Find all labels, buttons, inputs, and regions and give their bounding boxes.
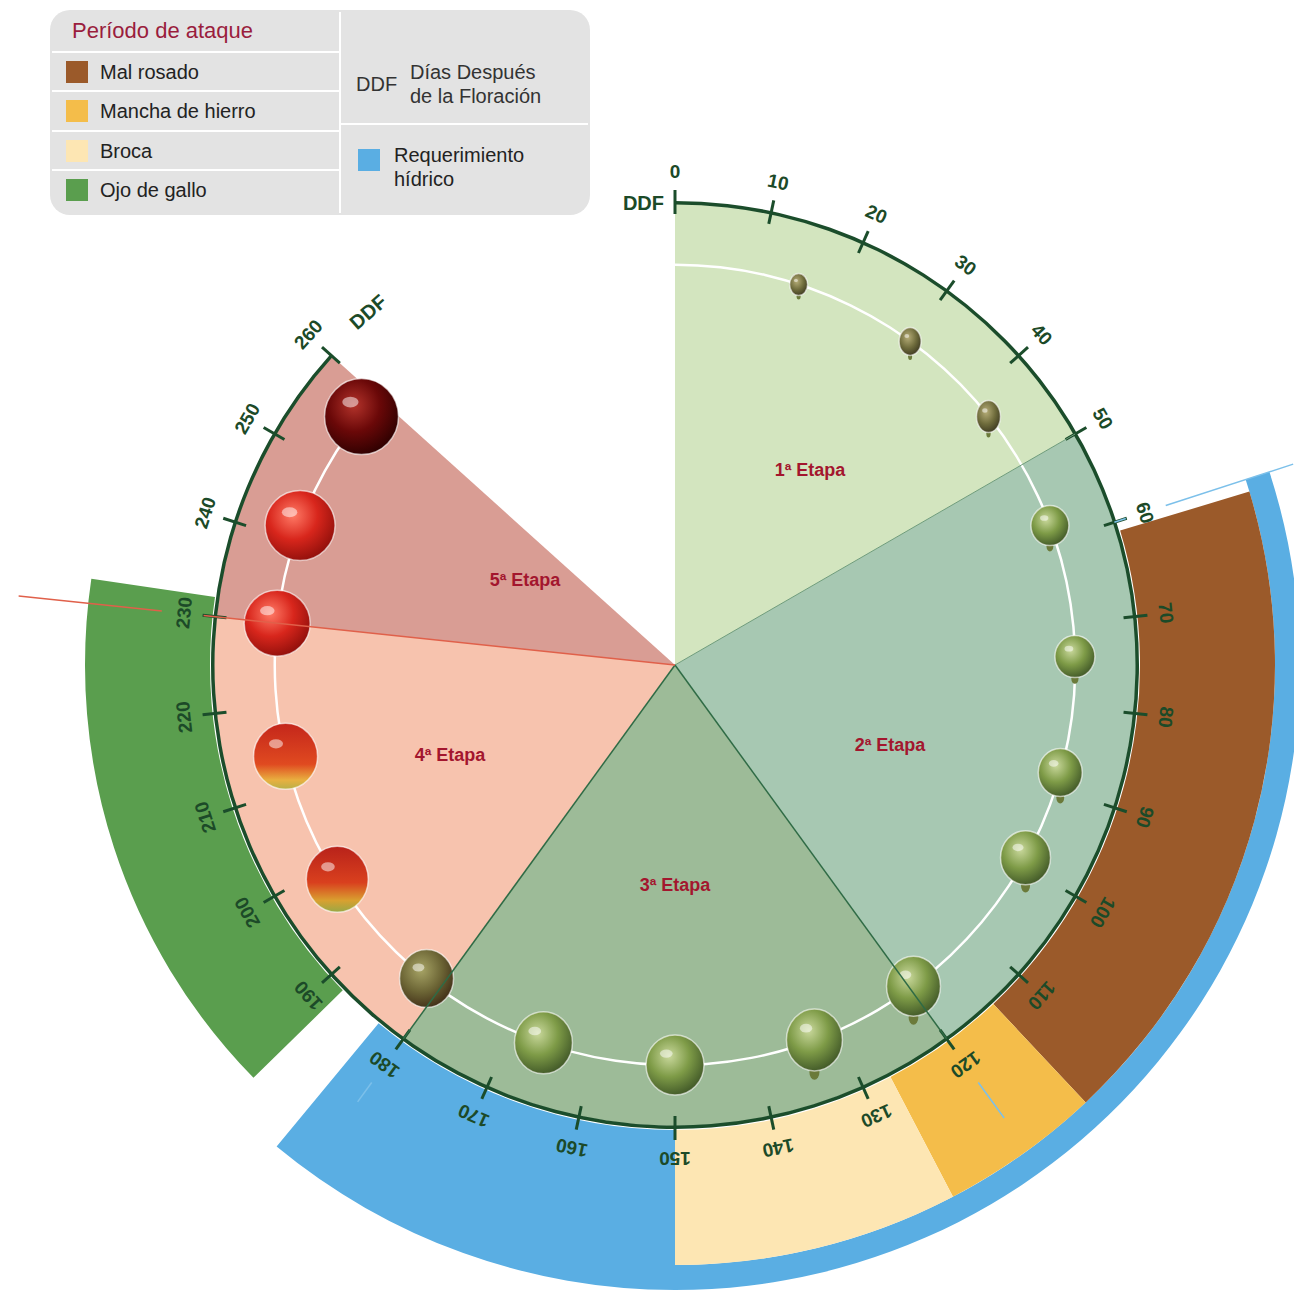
legend-swatch: [358, 149, 380, 171]
tick-number: 230: [172, 596, 198, 630]
legend-text: Mal rosado: [100, 60, 199, 84]
legend-description: Días Después de la Floración: [410, 60, 555, 108]
legend-divider: [339, 12, 341, 213]
ring: [203, 190, 1148, 1140]
fruit-highlight: [794, 279, 798, 282]
legend-swatch: [66, 61, 88, 83]
tick-number: 70: [1153, 602, 1178, 625]
tick-number: 20: [861, 200, 890, 229]
fruit-highlight: [660, 1049, 673, 1057]
coffee-fruit: [254, 723, 318, 789]
fruit-highlight: [528, 1027, 541, 1036]
fruit-highlight: [413, 963, 425, 971]
coffee-fruit: [646, 1035, 704, 1095]
legend-divider: [52, 51, 340, 53]
fruit-body: [1031, 506, 1069, 546]
fruit-highlight: [1013, 844, 1024, 852]
legend-text: Requerimiento hídrico: [394, 143, 544, 191]
legend-abbreviation: DDF: [356, 72, 397, 96]
tick-number: 0: [670, 161, 681, 184]
tick-number: 80: [1153, 705, 1178, 728]
fruit-highlight: [1049, 760, 1059, 767]
tick-number: 10: [765, 169, 790, 196]
fruit-highlight: [321, 862, 335, 871]
legend-swatch: [66, 179, 88, 201]
stage-label: 3ª Etapa: [640, 875, 711, 896]
legend-heading: Período de ataque: [72, 18, 253, 44]
sector-fill: [217, 357, 675, 665]
fruit-body: [1038, 749, 1082, 797]
legend-text: Ojo de gallo: [100, 178, 207, 202]
legend-divider: [52, 169, 340, 171]
tick-mark: [674, 190, 677, 214]
fruit-body: [400, 949, 454, 1007]
fruit-highlight: [282, 507, 297, 517]
coffee-fruit: [306, 846, 368, 912]
fruit-body: [265, 491, 335, 561]
boundary-line: [978, 1082, 1004, 1118]
stage-label: 1ª Etapa: [775, 460, 846, 481]
tick-mark: [674, 1116, 677, 1140]
tick-number: 50: [1087, 404, 1117, 434]
axis-unit: DDF: [345, 289, 392, 334]
tick-number: 240: [190, 494, 221, 531]
fruit-body: [254, 723, 318, 789]
fruit-body: [306, 846, 368, 912]
stage-label: 2ª Etapa: [855, 735, 926, 756]
stage-label: 4ª Etapa: [415, 745, 486, 766]
legend-swatch: [66, 140, 88, 162]
axis-unit: DDF: [623, 191, 664, 215]
coffee-fruit: [265, 491, 335, 561]
tick-number: 150: [659, 1147, 691, 1170]
fruit-highlight: [342, 397, 358, 408]
fruit-body: [886, 956, 940, 1016]
legend-background: [50, 10, 590, 215]
fruit-highlight: [1040, 515, 1048, 521]
fruit-body: [976, 401, 1000, 433]
fruit-highlight: [904, 334, 909, 338]
fruit-highlight: [260, 606, 275, 615]
legend-text: Mancha de hierro: [100, 99, 256, 123]
tick-number: 220: [172, 700, 198, 734]
fruit-body: [790, 274, 808, 296]
boundary-line: [1114, 519, 1125, 523]
tick-number: 40: [1026, 320, 1057, 351]
fruit-body: [899, 327, 921, 355]
fruit-body: [1001, 831, 1051, 885]
fruit-body: [1055, 636, 1095, 678]
fruit-highlight: [982, 408, 987, 412]
coffee-fruit: [514, 1012, 572, 1074]
tick-number: 250: [230, 399, 266, 438]
legend-swatch: [66, 100, 88, 122]
fruit-body: [325, 379, 399, 455]
coffee-fruit: [325, 379, 399, 455]
sector-fill: [214, 617, 675, 1038]
legend-divider: [52, 130, 340, 132]
fruit-body: [514, 1012, 572, 1074]
stage-label: 5ª Etapa: [490, 570, 561, 591]
tick-number: 30: [950, 251, 981, 282]
legend-divider: [340, 123, 588, 125]
legend-panel: [50, 10, 590, 215]
fruit-highlight: [269, 739, 283, 748]
fruit-highlight: [1065, 646, 1074, 652]
fruit-body: [646, 1035, 704, 1095]
boundary-line: [358, 1082, 372, 1101]
boundary-line: [1166, 464, 1293, 505]
legend-divider: [52, 90, 340, 92]
fruit-highlight: [800, 1024, 812, 1033]
boundary-line: [19, 596, 162, 611]
legend-text: Broca: [100, 139, 152, 163]
fruit-body: [786, 1009, 842, 1071]
coffee-fruit: [400, 949, 454, 1007]
fruit-highlight: [899, 971, 911, 979]
